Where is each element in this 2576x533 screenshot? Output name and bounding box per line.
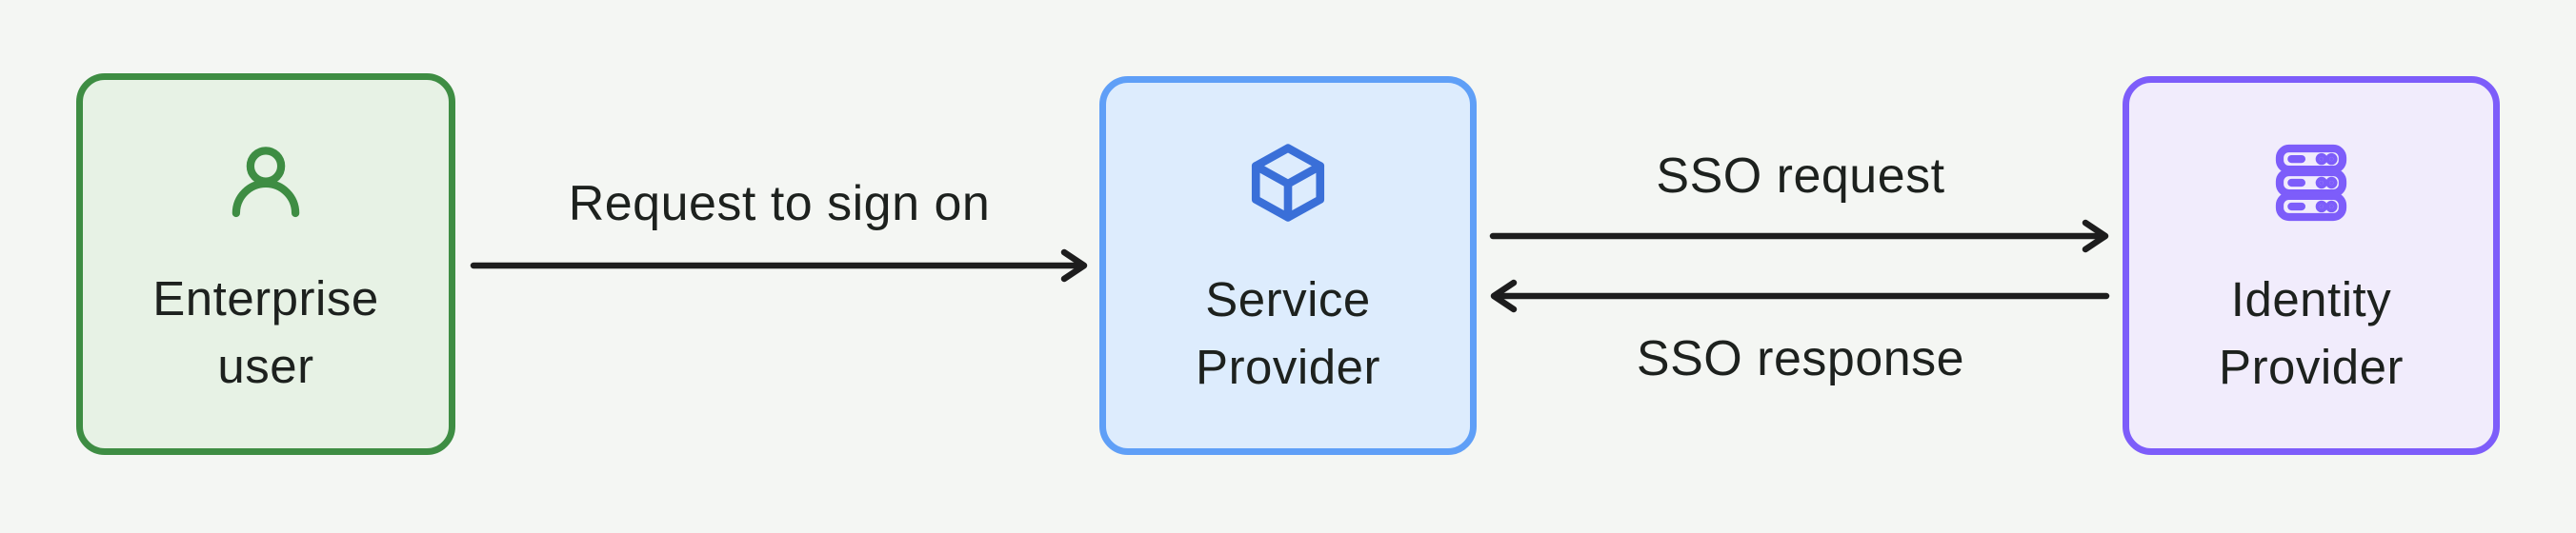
node-label: Identity Provider	[2219, 272, 2404, 394]
cube-icon	[1245, 140, 1331, 226]
edge-label-request-to-sign-on: Request to sign on	[568, 176, 991, 231]
node-service-provider: Service Provider	[1099, 76, 1477, 455]
edge-label-sso-response: SSO response	[1636, 331, 1965, 386]
edge-label-sso-request: SSO request	[1656, 148, 1945, 204]
arrow-sso-response	[1490, 279, 2110, 313]
node-label: Service Provider	[1196, 272, 1380, 394]
node-identity-provider: Identity Provider	[2123, 76, 2500, 455]
arrow-request-to-sign-on	[470, 248, 1088, 283]
node-label: Enterprise user	[152, 270, 379, 393]
server-icon	[2268, 140, 2354, 226]
arrow-sso-request	[1489, 219, 2109, 253]
user-icon	[223, 139, 309, 225]
node-enterprise-user: Enterprise user	[76, 73, 455, 455]
